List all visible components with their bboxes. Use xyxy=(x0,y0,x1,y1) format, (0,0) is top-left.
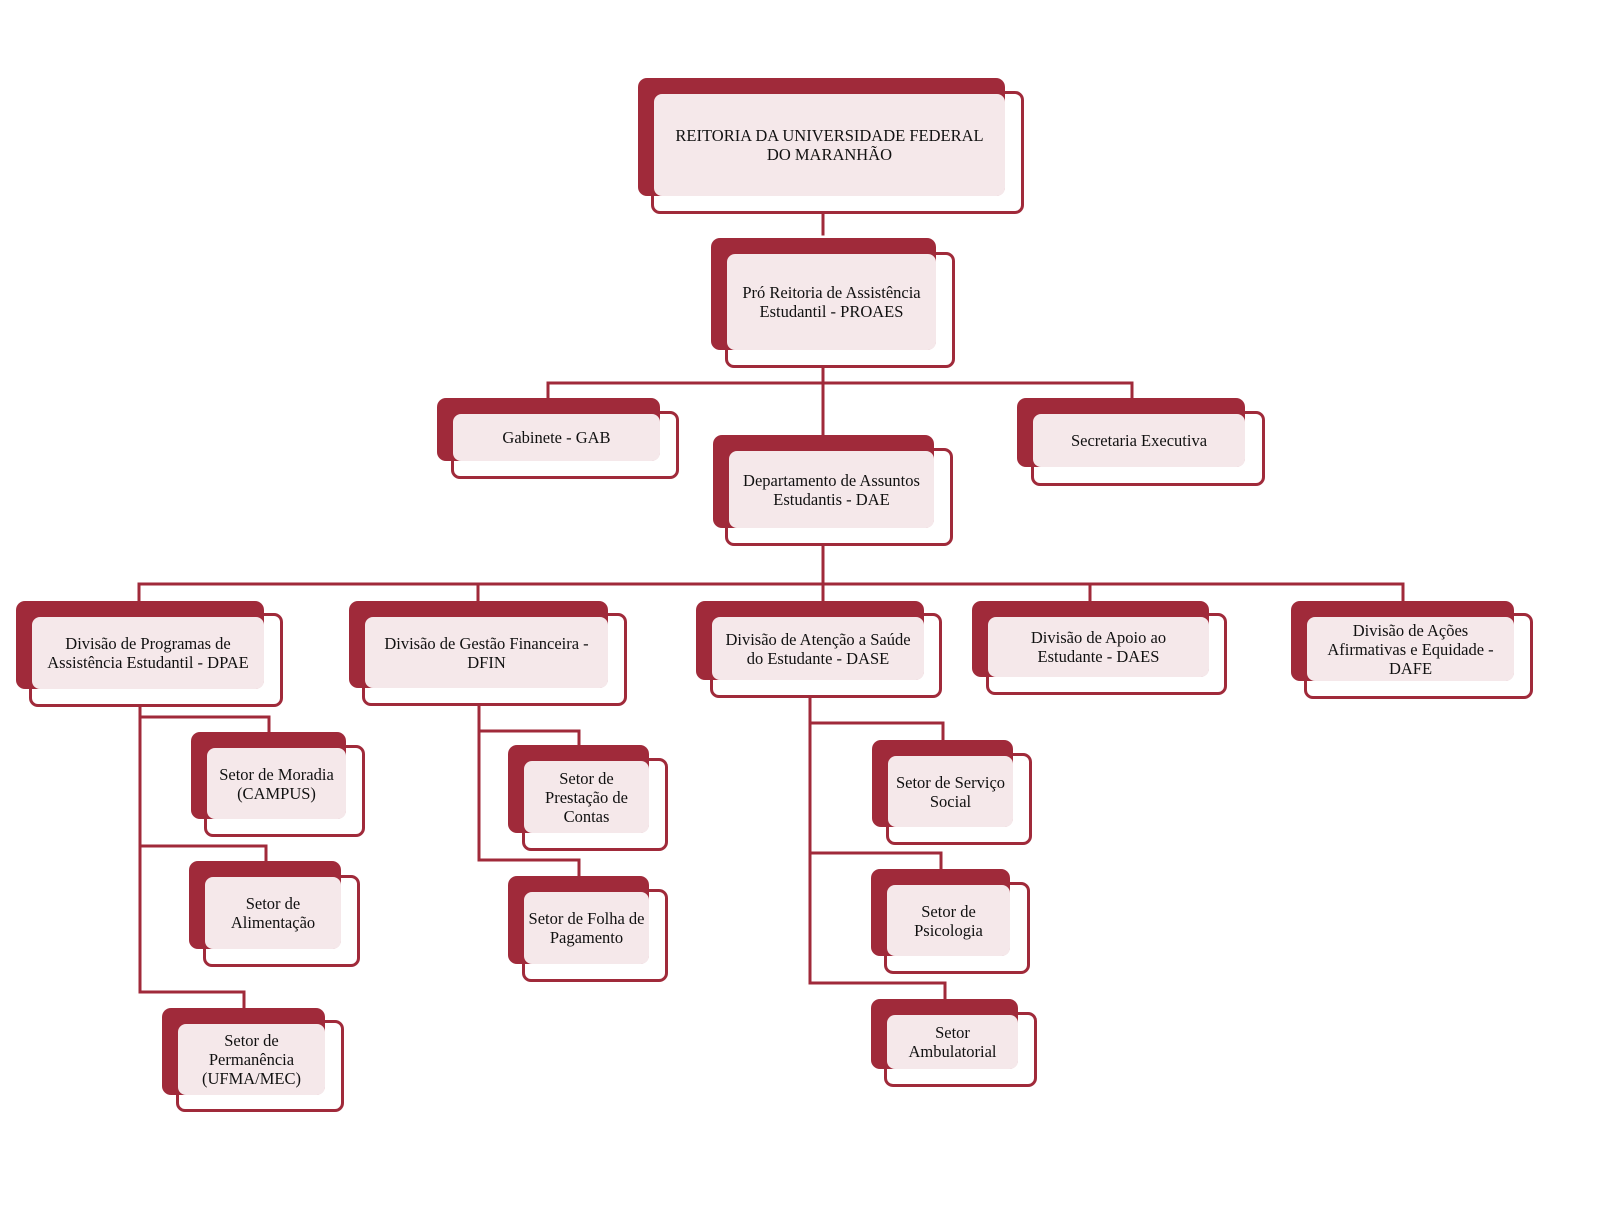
node-label: Setor de Moradia (CAMPUS) xyxy=(207,748,346,819)
node-label: Divisão de Programas de Assistência Estu… xyxy=(32,617,264,689)
node-label: Setor de Permanência (UFMA/MEC) xyxy=(178,1024,325,1095)
node-label: Setor de Alimentação xyxy=(205,877,341,949)
node-label: REITORIA DA UNIVERSIDADE FEDERAL DO MARA… xyxy=(654,94,1005,196)
node-label: Divisão de Gestão Financeira - DFIN xyxy=(365,617,608,688)
node-label: Divisão de Ações Afirmativas e Equidade … xyxy=(1307,617,1514,681)
node-label: Divisão de Apoio ao Estudante - DAES xyxy=(988,617,1209,677)
node-label: Setor de Folha de Pagamento xyxy=(524,892,649,964)
node-label: Gabinete - GAB xyxy=(453,414,660,461)
node-label: Divisão de Atenção a Saúde do Estudante … xyxy=(712,617,924,680)
node-label: Setor de Psicologia xyxy=(887,885,1010,956)
node-label: Departamento de Assuntos Estudantis - DA… xyxy=(729,451,934,528)
node-label: Secretaria Executiva xyxy=(1033,414,1245,467)
node-label: Setor de Prestação de Contas xyxy=(524,761,649,833)
node-label: Pró Reitoria de Assistência Estudantil -… xyxy=(727,254,936,350)
node-label: Setor Ambulatorial xyxy=(887,1015,1018,1069)
node-label: Setor de Serviço Social xyxy=(888,756,1013,827)
